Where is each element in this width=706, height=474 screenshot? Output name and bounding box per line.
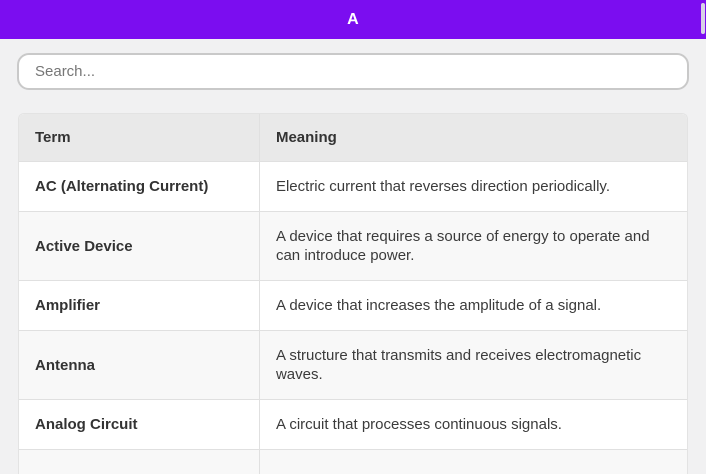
term-cell: Amplifier: [19, 281, 259, 331]
term-cell: Analog Circuit: [19, 400, 259, 450]
scrollbar-thumb[interactable]: [701, 3, 705, 34]
term-cell-empty: [19, 450, 259, 474]
search-input[interactable]: [17, 53, 689, 90]
meaning-cell: A device that requires a source of energ…: [259, 212, 687, 281]
glossary-table: Term Meaning AC (Alternating Current)Ele…: [19, 114, 687, 474]
table-header-row: Term Meaning: [19, 114, 687, 162]
table-row: AC (Alternating Current)Electric current…: [19, 162, 687, 212]
column-header-term: Term: [19, 114, 259, 162]
column-header-meaning: Meaning: [259, 114, 687, 162]
table-row-partial: [19, 450, 687, 474]
main-content: Term Meaning AC (Alternating Current)Ele…: [0, 39, 706, 474]
term-cell: Active Device: [19, 212, 259, 281]
term-cell: Antenna: [19, 331, 259, 400]
meaning-cell: A device that increases the amplitude of…: [259, 281, 687, 331]
term-cell: AC (Alternating Current): [19, 162, 259, 212]
meaning-cell: Electric current that reverses direction…: [259, 162, 687, 212]
meaning-cell-empty: [259, 450, 687, 474]
meaning-cell: A structure that transmits and receives …: [259, 331, 687, 400]
app-header: A: [0, 0, 706, 39]
glossary-table-container: Term Meaning AC (Alternating Current)Ele…: [18, 113, 688, 474]
table-body: AC (Alternating Current)Electric current…: [19, 162, 687, 474]
meaning-cell: A circuit that processes continuous sign…: [259, 400, 687, 450]
page-title: A: [347, 11, 359, 29]
